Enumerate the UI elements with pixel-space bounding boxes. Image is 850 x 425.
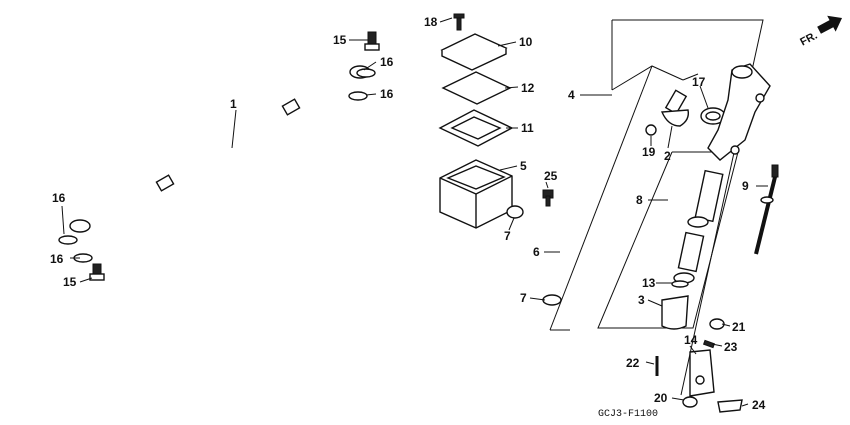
- callout-18: 18: [424, 15, 438, 29]
- callout-2: 2: [664, 149, 671, 163]
- svg-text:FR.: FR.: [798, 30, 819, 49]
- callout-24: 24: [752, 398, 766, 412]
- callout-16b: 16: [380, 87, 394, 101]
- callout-16d: 16: [50, 252, 64, 266]
- callout-3: 3: [638, 293, 645, 307]
- diaphragm-plate: [441, 71, 512, 105]
- callout-10: 10: [519, 35, 533, 49]
- nut-20: [682, 396, 698, 408]
- callout-11: 11: [521, 121, 534, 135]
- callout-9: 9: [742, 179, 749, 193]
- callout-1: 1: [230, 97, 237, 111]
- callout-8: 8: [636, 193, 643, 207]
- callout-4: 4: [568, 88, 575, 102]
- plate-24: [717, 399, 743, 413]
- nut-21: [709, 318, 725, 330]
- reservoir-bolt: [542, 189, 554, 207]
- callout-5: 5: [520, 159, 527, 173]
- push-rod: [754, 164, 779, 255]
- hose-clip-upper: [506, 205, 524, 219]
- callout-12: 12: [521, 81, 535, 95]
- reservoir-cap-screw: [453, 13, 465, 31]
- master-cylinder-body: [707, 63, 771, 161]
- callout-15a: 15: [333, 33, 347, 47]
- pin-23: [702, 339, 716, 349]
- callout-21: 21: [732, 320, 746, 334]
- callout-13: 13: [642, 276, 656, 290]
- callout-17: 17: [692, 75, 706, 89]
- rod-joint: [689, 349, 715, 397]
- hose-joint: [660, 89, 690, 127]
- diagram-code: GCJ3-F1100: [598, 409, 658, 420]
- banjo-bolt-upper: [364, 31, 380, 51]
- callout-23: 23: [724, 340, 738, 354]
- piston-spring: [677, 231, 705, 273]
- boot: [661, 295, 689, 330]
- banjo-bolt-lower: [89, 263, 105, 281]
- sealing-washer: [356, 68, 376, 78]
- spring: [694, 169, 724, 223]
- reservoir: [439, 159, 513, 229]
- washer-13: [671, 280, 689, 288]
- hose-clip-lower: [542, 294, 562, 306]
- callout-15b: 15: [63, 275, 77, 289]
- callout-16a: 16: [380, 55, 394, 69]
- callout-20: 20: [654, 391, 668, 405]
- leader-lines: [61, 17, 768, 407]
- sealing-washer: [58, 235, 78, 245]
- bolt-19: [645, 124, 657, 136]
- sealing-washer: [348, 91, 368, 101]
- callout-14: 14: [684, 333, 698, 347]
- callout-7b: 7: [520, 291, 527, 305]
- front-direction-arrow: FR.: [798, 15, 843, 49]
- piston-cup: [687, 216, 709, 228]
- callout-6: 6: [533, 245, 540, 259]
- callout-16c: 16: [52, 191, 66, 205]
- callout-22: 22: [626, 356, 640, 370]
- brake-hose: [69, 65, 371, 233]
- callout-25: 25: [544, 169, 558, 183]
- callout-19: 19: [642, 145, 656, 159]
- callout-7a: 7: [504, 229, 511, 243]
